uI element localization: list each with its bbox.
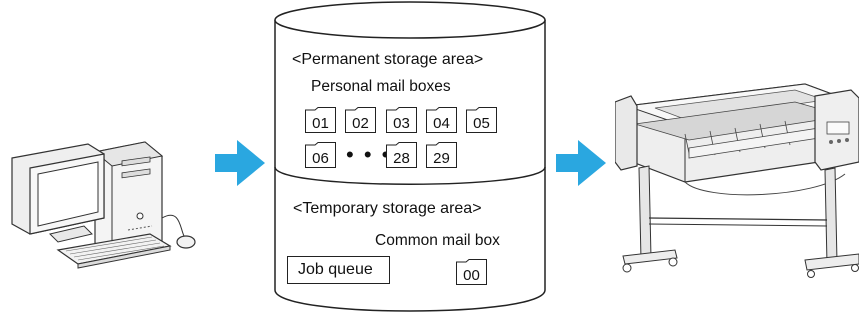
permanent-storage-title: <Permanent storage area>: [292, 51, 484, 68]
arrow-right-icon: [556, 140, 606, 186]
job-queue-box: Job queue: [287, 256, 390, 284]
mail-box-29: 29: [426, 142, 457, 168]
mail-box-06: 06: [305, 142, 336, 168]
ellipsis: • • •: [346, 142, 392, 167]
personal-mail-boxes-label: Personal mail boxes: [311, 78, 451, 95]
temporary-storage-title: <Temporary storage area>: [293, 200, 482, 217]
computer-icon: [11, 141, 196, 269]
mail-box-02: 02: [345, 107, 376, 133]
mail-box-03: 03: [386, 107, 417, 133]
printer-icon: [615, 83, 859, 278]
arrow-right-icon: [215, 140, 265, 186]
mail-box-05: 05: [466, 107, 497, 133]
common-mail-box-label: Common mail box: [375, 232, 500, 249]
mail-box-00: 00: [456, 259, 487, 285]
mail-box-28: 28: [386, 142, 417, 168]
mail-box-04: 04: [426, 107, 457, 133]
mail-box-01: 01: [305, 107, 336, 133]
